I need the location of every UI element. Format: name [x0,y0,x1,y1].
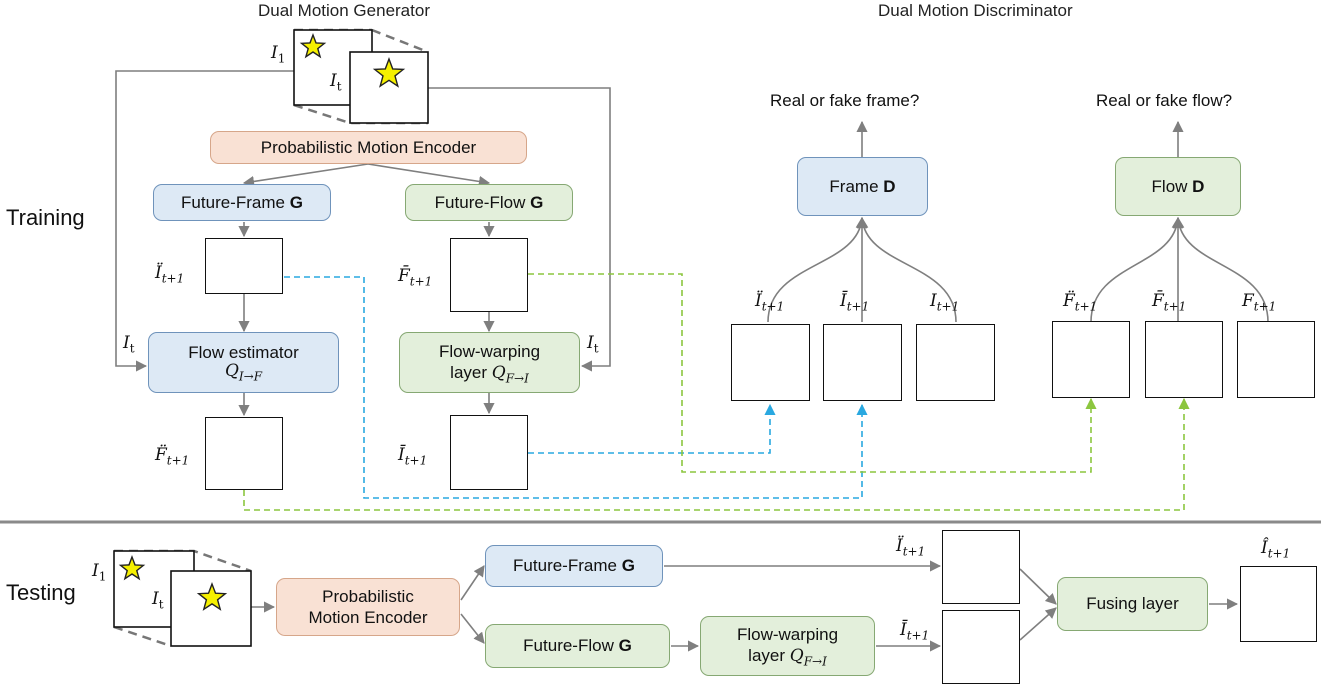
star-test-i1 [118,555,146,581]
discriminator-header: Dual Motion Discriminator [878,1,1073,20]
symbol-disc-i-bar: Īt+1 [840,291,870,314]
wire-flow-d-in-1 [1090,216,1183,323]
training-label: Training [6,205,85,230]
symbol-i1: I1 [271,43,286,66]
disc-flow-f-bar [1145,321,1223,398]
symbol-test-i-hat: Ît+1 [1261,538,1291,561]
test-frame-i-bar [942,610,1020,684]
wire-encoder-to-frame-g [242,163,369,188]
test-frame-i-dd [942,530,1020,604]
symbol-disc-i-real: It+1 [930,291,960,314]
disc-frame-i-dd [731,324,810,401]
symbol-f-dd-t1: F̈t+1 [155,445,190,468]
symbol-test-i1: I1 [92,561,107,584]
wire-flow-d-in-3 [1173,216,1269,323]
star-it [372,57,406,88]
flow-discriminator: Flow D [1115,157,1241,216]
probabilistic-motion-encoder: Probabilistic Motion Encoder [210,131,527,164]
symbol-i-dd-t1: Ït+1 [155,263,185,286]
symbol-test-it: It [152,589,164,612]
disc-flow-f-real [1237,321,1315,398]
frame-discriminator: Frame D [797,157,928,216]
symbol-test-i-bar: Īt+1 [900,620,930,643]
symbol-it-right: It [587,333,599,356]
wire-it-to-warping [428,87,611,372]
dashed-green-path-1 [528,273,1097,473]
wire-frame-d-in-1 [767,216,867,323]
dashed-blue-path-2 [528,403,776,454]
testing-input-stack [113,549,252,648]
test-future-flow-generator: Future-Flow G [485,624,670,668]
future-flow-generator: Future-Flow G [405,184,573,221]
symbol-disc-f-dd: F̈t+1 [1063,291,1098,314]
star-i1 [299,33,327,59]
symbol-test-i-dd: Ït+1 [896,536,926,559]
frame-f-dd-t1 [205,417,283,490]
wire-test-frame2-to-fusing [1019,607,1057,641]
wire-i1-to-flow-estimator [115,70,294,372]
symbol-it: It [330,71,342,94]
real-fake-frame-question: Real or fake frame? [770,91,920,110]
disc-flow-f-dd [1052,321,1130,398]
symbol-disc-f-bar: F̄t+1 [1152,291,1187,314]
symbol-f-bar-t1: F̄t+1 [398,266,433,289]
generator-header: Dual Motion Generator [258,1,430,20]
test-future-frame-generator: Future-Frame G [485,545,663,587]
test-flow-warping-layer: Flow-warping layer QF→I [700,616,875,676]
symbol-i-bar-t1: Īt+1 [398,445,428,468]
symbol-disc-f-real: Ft+1 [1242,291,1277,314]
star-test-it [196,582,228,611]
wire-test-encoder-to-flow-g [460,613,485,644]
flow-estimator: Flow estimator QI→F [148,332,339,393]
symbol-it-left: It [123,333,135,356]
disc-frame-i-real [916,324,995,401]
fusing-layer: Fusing layer [1057,577,1208,631]
symbol-disc-i-dd: Ït+1 [755,291,785,314]
disc-frame-i-bar [823,324,902,401]
frame-i-dd-t1 [205,238,283,294]
dashed-blue-path-1 [284,276,868,499]
future-frame-generator: Future-Frame G [153,184,331,221]
wire-test-frame-to-fusing [1019,568,1057,605]
wire-frame-d-in-3 [857,216,957,323]
wire-encoder-to-flow-g [367,163,491,187]
flow-warping-layer: Flow-warping layer QF→I [399,332,580,393]
frame-i-bar-t1 [450,415,528,490]
testing-label: Testing [6,580,76,605]
test-output-frame [1240,566,1317,642]
frame-f-bar-t1 [450,238,528,312]
wire-test-encoder-to-frame-g [460,565,485,601]
real-fake-flow-question: Real or fake flow? [1096,91,1233,110]
dashed-green-path-2 [243,397,1190,511]
